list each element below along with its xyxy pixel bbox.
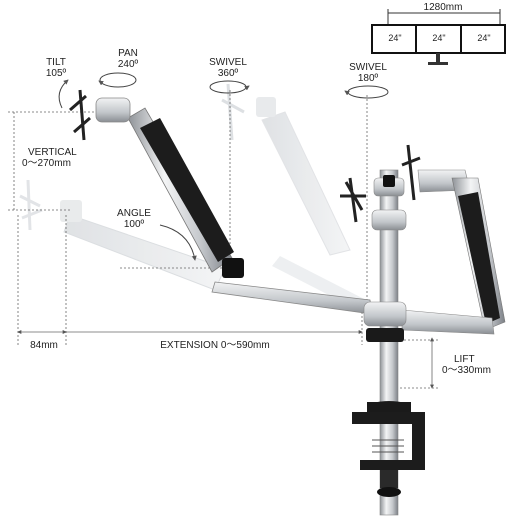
tilt-value: 105º — [45, 68, 67, 79]
inset-stand-post — [436, 53, 440, 63]
inset-width-label: 1280mm — [423, 2, 463, 13]
inset-screen-size-center: 24" — [432, 33, 446, 43]
inset-triple-monitor — [371, 9, 506, 65]
lift-value: 0～330mm — [442, 365, 491, 376]
elbow-cap — [222, 258, 244, 278]
pan-title: PAN — [118, 48, 138, 59]
ghost-upper-arm — [261, 111, 351, 256]
swivel-right-label: SWIVEL 180º — [346, 62, 390, 84]
rotation-arrows — [58, 72, 389, 261]
pole-assembly — [340, 144, 506, 516]
clamp-knob — [377, 487, 401, 497]
swivel-upper-label: SWIVEL 360º — [206, 57, 250, 79]
lift-title: LIFT — [454, 354, 475, 365]
right-arm-black — [458, 192, 500, 324]
ghost-head-upper — [256, 97, 276, 117]
clamp-plate-lines — [372, 439, 404, 453]
gas-spring-arm-black — [140, 118, 234, 262]
inset-screen-size-right: 24" — [477, 33, 491, 43]
tilt-arrow — [58, 79, 69, 109]
angle-label: ANGLE 100º — [112, 208, 156, 230]
depth-label: 84mm — [30, 340, 58, 351]
inset-monitor-frame — [371, 24, 506, 54]
swivel-upper-title: SWIVEL — [209, 57, 247, 68]
angle-arrow — [159, 224, 197, 261]
swivel-right-arrow — [347, 85, 389, 99]
clamp-screw — [380, 470, 398, 488]
swivel-upper-value: 360º — [217, 68, 239, 79]
pole-collar-lower — [363, 301, 407, 327]
swivel-right-value: 180º — [357, 73, 379, 84]
upper-pivot — [371, 209, 407, 231]
vertical-label: VERTICAL 0～270mm — [22, 147, 77, 169]
ghost-monitor-left — [19, 179, 43, 231]
tilt-head — [95, 97, 131, 123]
tilt-title: TILT — [46, 57, 66, 68]
desk-clamp — [352, 412, 425, 470]
swivel-right-title: SWIVEL — [349, 62, 387, 73]
tilt-label: TILT 105º — [40, 57, 72, 79]
angle-value: 100º — [123, 219, 145, 230]
vertical-title: VERTICAL — [28, 147, 77, 158]
ghost-head-left — [60, 200, 82, 222]
lift-label: LIFT 0～330mm — [442, 354, 491, 376]
vesa-bracket-center — [340, 177, 366, 223]
lift-arm-assembly — [69, 89, 373, 315]
right-lower-arm — [401, 309, 495, 335]
vesa-bracket-left — [69, 89, 91, 141]
extension-arm — [211, 281, 373, 315]
inset-screen-size-left: 24" — [388, 33, 402, 43]
extension-label: EXTENSION 0～590mm — [160, 340, 270, 351]
vesa-bracket-right — [401, 144, 421, 201]
inset-stand-base — [428, 62, 448, 65]
main-pole — [379, 169, 399, 516]
pole-collar-black — [366, 328, 404, 342]
pan-value: 240º — [117, 59, 139, 70]
pan-label: PAN 240º — [110, 48, 146, 70]
pole-top-cap — [383, 175, 395, 187]
vertical-value: 0～270mm — [22, 158, 71, 169]
pan-arrow — [99, 72, 137, 88]
angle-title: ANGLE — [117, 208, 151, 219]
